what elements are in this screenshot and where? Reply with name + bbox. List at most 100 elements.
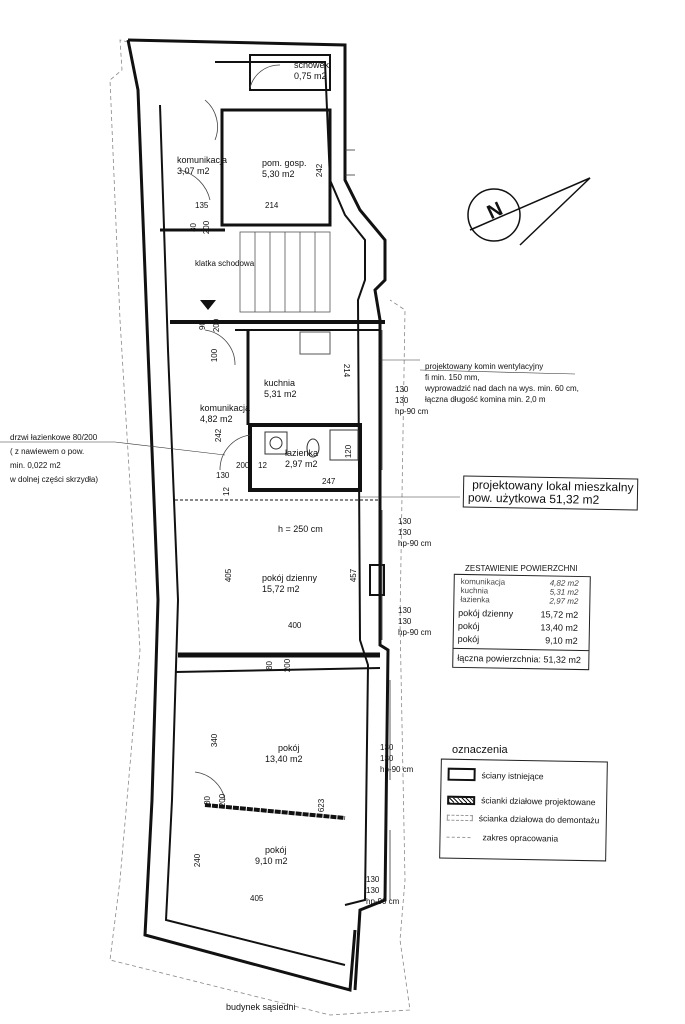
note-line: w dolnej części skrzydła): [10, 475, 99, 484]
room-area: 4,82 m2: [200, 414, 233, 424]
dimension: 405: [224, 568, 234, 583]
row-value: 9,10 m2: [545, 635, 578, 646]
dimension: 80: [202, 796, 212, 805]
dimension: 214: [342, 363, 352, 378]
outer-wall-right: [127, 38, 390, 991]
bathroom-wall: [248, 423, 362, 492]
dimension: 623: [317, 798, 327, 813]
note-line: drzwi łazienkowe 80/200: [10, 433, 98, 442]
dimension: 100: [210, 348, 220, 363]
legend-label: zakres opracowania: [482, 832, 559, 844]
dimension: 120: [344, 444, 354, 459]
entrance-arrow-icon: [200, 300, 216, 310]
window-width: 130: [398, 517, 412, 526]
room-area: 3,07 m2: [177, 166, 210, 176]
chimney-note: projektowany komin wentylacyjny fi min. …: [425, 361, 579, 405]
door-note: drzwi łazienkowe 80/200 ( z nawiewem o p…: [10, 431, 98, 487]
dimension: 80: [264, 661, 274, 670]
legend-label: ściany istniejące: [481, 769, 544, 781]
note-line: projektowany komin wentylacyjny: [425, 362, 544, 371]
room-area: 9,10 m2: [255, 856, 288, 866]
outer-wall-right-inner: [215, 61, 370, 906]
room-name: pokój: [265, 845, 287, 855]
row-value: 15,72 m2: [540, 609, 579, 620]
dimension: 242: [214, 428, 224, 443]
dimension: 200: [283, 658, 293, 673]
window-sill: hp-90 cm: [395, 407, 429, 416]
window-width: 130: [366, 875, 380, 884]
existing-wall-icon: [447, 767, 476, 782]
dimension: 200: [236, 461, 250, 470]
window-sill: hp-90 cm: [366, 897, 400, 906]
neighbor-label: budynek sąsiedni: [226, 1002, 296, 1012]
summary-rows: pokój dzienny 15,72 m2 pokój 13,40 m2 pokó…: [458, 607, 579, 648]
unit-label-box: projektowany lokal mieszkalny pow. użytk…: [462, 475, 639, 511]
row-label: pokój dzienny: [458, 607, 514, 619]
room-name: komunikacja: [177, 155, 228, 165]
dimension: 200: [218, 793, 228, 808]
room-name: komunikacja: [200, 403, 251, 413]
legend-label: ścianka działowa do demontażu: [478, 813, 600, 826]
note-line: ( z nawiewem o pow.: [10, 447, 85, 456]
row-label: pokój: [457, 633, 480, 645]
dimension: 247: [322, 477, 336, 486]
dimension: 405: [250, 894, 264, 903]
table-row: łazienka 2,97 m2: [460, 595, 578, 606]
window-height: 130: [380, 754, 394, 763]
table-row: pokój 9,10 m2: [458, 633, 578, 648]
scope-line-icon: [446, 836, 471, 838]
summary-total: łączna powierzchnia: 51,32 m2: [453, 647, 589, 666]
dimension: 200: [202, 220, 212, 235]
note-line: fi min. 150 mm,: [425, 373, 480, 382]
row-label: kuchnia: [460, 585, 489, 596]
window-sill: hp-90 cm: [398, 539, 432, 548]
sink-icon: [264, 431, 288, 455]
dimension: 12: [221, 487, 231, 496]
window-height: 130: [398, 617, 412, 626]
new-wall-icon: [447, 795, 476, 805]
legend-label: ścianki działowe projektowane: [481, 795, 596, 808]
dimension: 400: [288, 621, 302, 630]
room-klatka: klatka schodowa: [195, 259, 255, 268]
room-area: 2,97 m2: [285, 459, 318, 469]
room-name: pokój dzienny: [262, 573, 318, 583]
room-area: 5,31 m2: [264, 389, 297, 399]
legend-title: oznaczenia: [452, 744, 508, 756]
summary-title: ZESTAWIENIE POWIERZCHNI: [465, 564, 578, 573]
dimension: 80: [188, 223, 198, 232]
dimension: 240: [193, 853, 203, 868]
chimney: [369, 564, 385, 596]
room-area: 13,40 m2: [265, 754, 303, 764]
demolition-wall-icon: [446, 814, 473, 822]
room-area: 5,30 m2: [262, 169, 295, 179]
row-label: łazienka: [460, 594, 490, 605]
schowek-wall: [249, 54, 331, 91]
window-height: 130: [366, 886, 380, 895]
note-line: min. 0,022 m2: [10, 461, 61, 470]
dimension: 214: [265, 201, 279, 210]
legend-box: ściany istniejące ścianki działowe proje…: [439, 758, 608, 862]
row-value: 13,40 m2: [540, 622, 578, 633]
stove-icon: [299, 331, 331, 355]
row-value: 2,97 m2: [549, 596, 579, 606]
row-value: 4,82 m2: [549, 578, 579, 588]
pom-gosp-wall: [220, 108, 332, 227]
room-area: 0,75 m2: [294, 71, 327, 81]
row-label: pokój: [457, 620, 480, 632]
legend-item: ścianka działowa do demontażu: [446, 813, 600, 826]
room-height: h = 250 cm: [278, 524, 323, 534]
room-area: 15,72 m2: [262, 584, 300, 594]
dimension: 340: [210, 733, 220, 748]
